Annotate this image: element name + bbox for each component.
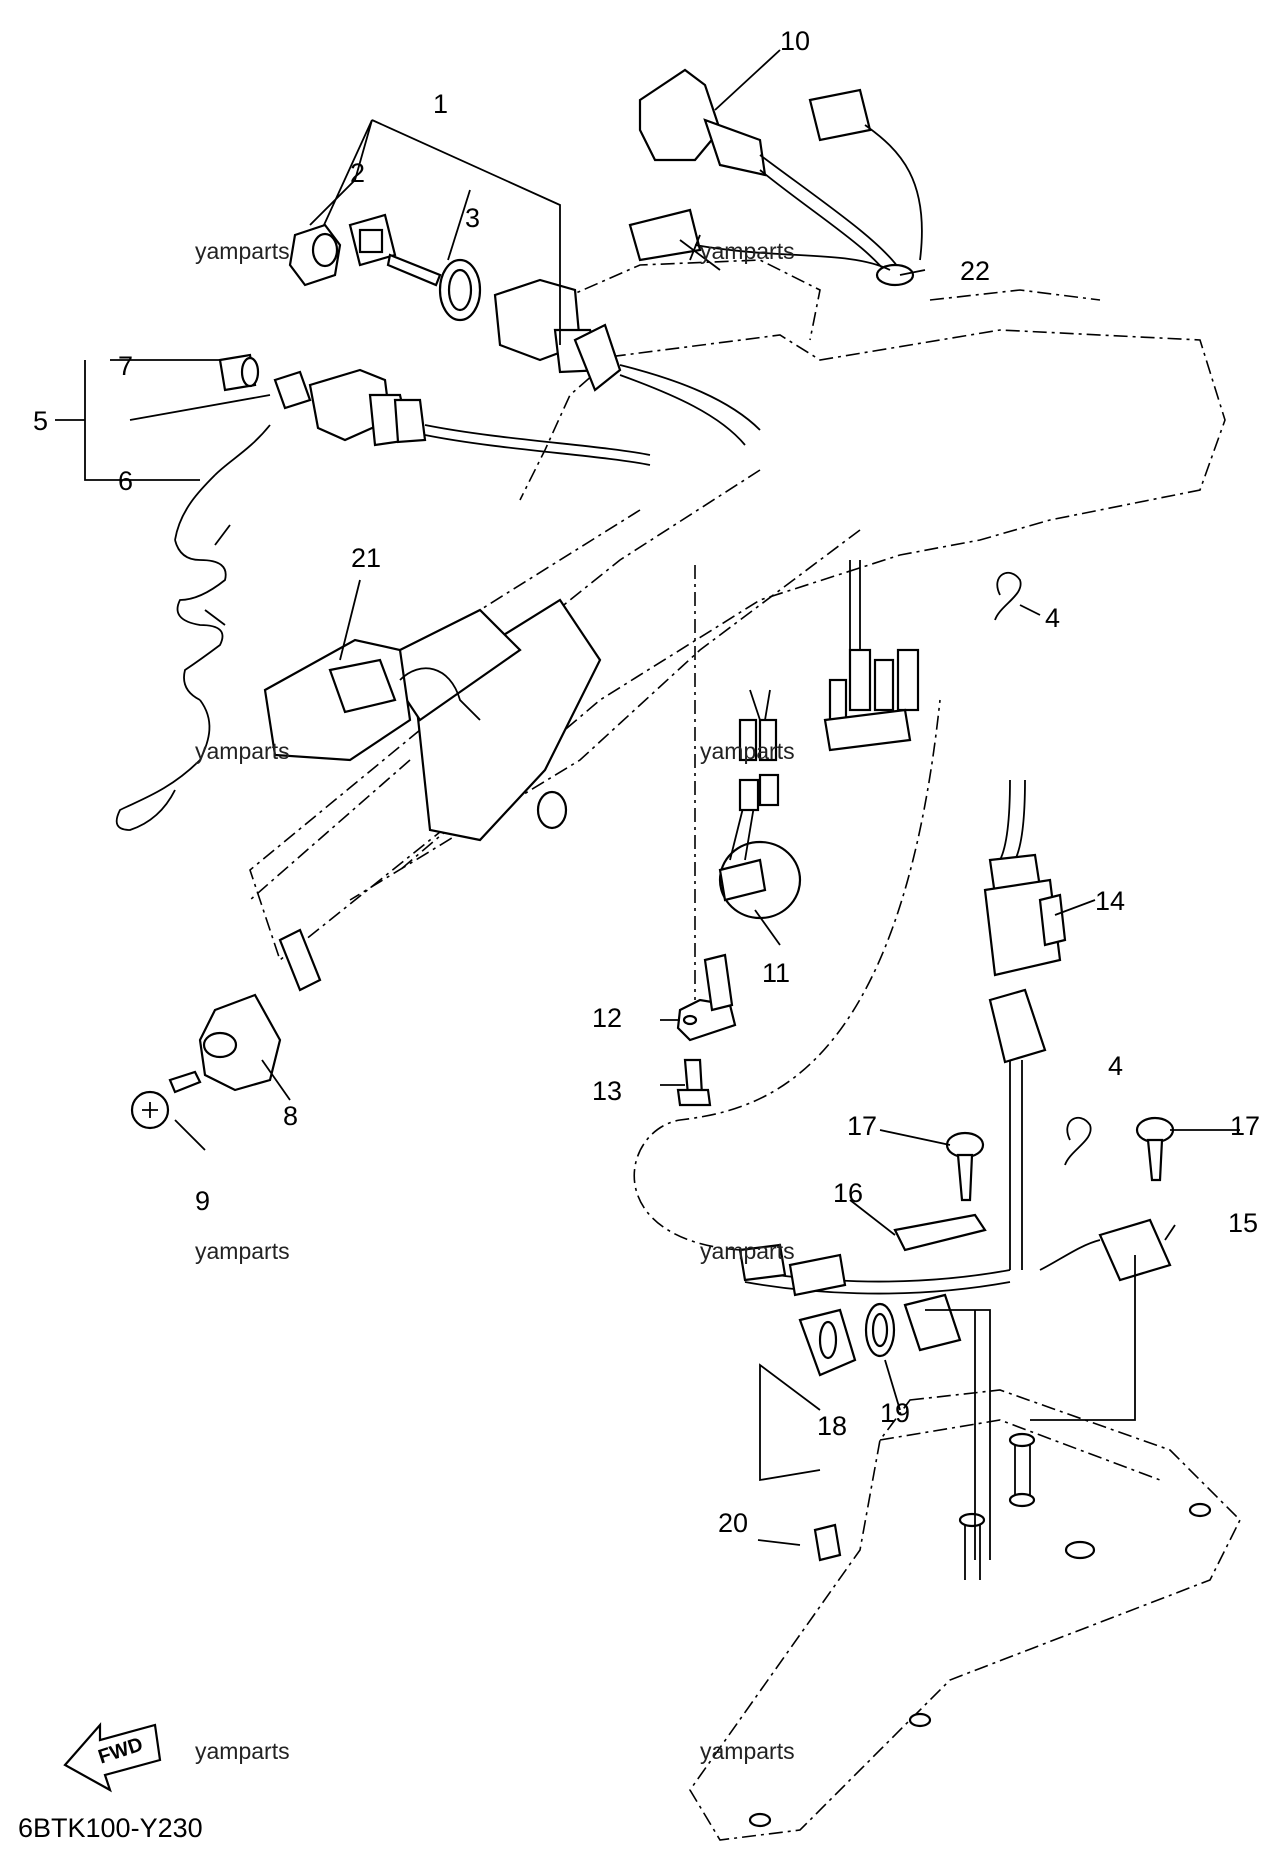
callout-9: 9 xyxy=(195,1186,211,1216)
part-10-harness-connector xyxy=(638,68,915,287)
callout-12: 12 xyxy=(592,1003,623,1033)
part-8-grip-end xyxy=(198,993,282,1092)
part-17-screw-left xyxy=(945,1131,985,1202)
engine-stop-switch xyxy=(115,353,651,831)
part-13-bolt xyxy=(676,1058,712,1107)
harness-grommet-seat xyxy=(903,1293,962,1352)
callout-leaders xyxy=(55,49,1240,1560)
fwd-arrow-icon xyxy=(63,1722,162,1793)
part-9-screw xyxy=(130,1070,202,1130)
lower-harness xyxy=(633,699,1172,1297)
callout-4-upper: 4 xyxy=(1045,603,1061,633)
part-16-plate xyxy=(893,1213,987,1252)
callout-21: 21 xyxy=(351,543,382,573)
part-11-buzzer xyxy=(718,773,802,920)
callout-13: 13 xyxy=(592,1076,623,1106)
callout-22: 22 xyxy=(960,256,991,286)
part-20-label xyxy=(813,1523,842,1562)
part-4-clip-upper xyxy=(994,571,1022,621)
callout-7: 7 xyxy=(118,351,134,381)
callout-20: 20 xyxy=(718,1508,749,1538)
harness-branch-connectors xyxy=(738,560,920,762)
part-12-bracket xyxy=(676,953,737,1042)
watermark-5: yamparts xyxy=(195,1238,290,1264)
callout-5: 5 xyxy=(33,406,49,436)
part-21-switch-cover xyxy=(263,638,481,762)
callout-1: 1 xyxy=(433,89,449,119)
watermark-8: yamparts xyxy=(700,1738,795,1764)
callout-17-right: 17 xyxy=(1230,1111,1261,1141)
watermark-7: yamparts xyxy=(195,1738,290,1764)
main-switch-assembly xyxy=(288,213,761,446)
callout-2: 2 xyxy=(350,158,366,188)
callout-10: 10 xyxy=(780,26,811,56)
callout-18: 18 xyxy=(817,1411,848,1441)
watermark-1: yamparts xyxy=(195,238,290,264)
callout-17-left: 17 xyxy=(847,1111,878,1141)
callout-4-lower: 4 xyxy=(1108,1051,1124,1081)
part-18-grommet xyxy=(798,1308,857,1377)
callout-6: 6 xyxy=(118,466,134,496)
watermark-4: yamparts xyxy=(700,738,795,764)
watermark-3: yamparts xyxy=(195,738,290,764)
part-17-screw-right xyxy=(1135,1116,1175,1182)
callout-8: 8 xyxy=(283,1101,299,1131)
callout-16: 16 xyxy=(833,1178,864,1208)
steering-handle xyxy=(249,598,602,992)
part-19-grommet xyxy=(864,1302,896,1358)
harness-connectors-top xyxy=(628,88,923,271)
callout-3: 3 xyxy=(465,203,481,233)
callout-14: 14 xyxy=(1095,886,1126,916)
callout-19: 19 xyxy=(880,1398,911,1428)
part-4-clip-lower xyxy=(1064,1116,1092,1166)
callout-15: 15 xyxy=(1228,1208,1259,1238)
watermark-2: yamparts xyxy=(700,238,795,264)
diagram-code: 6BTK100-Y230 xyxy=(18,1813,203,1843)
callout-11: 11 xyxy=(762,958,791,988)
lower-bracket-housing xyxy=(689,1389,1241,1841)
watermark-6: yamparts xyxy=(700,1238,795,1264)
part-14-connector xyxy=(983,779,1067,1064)
